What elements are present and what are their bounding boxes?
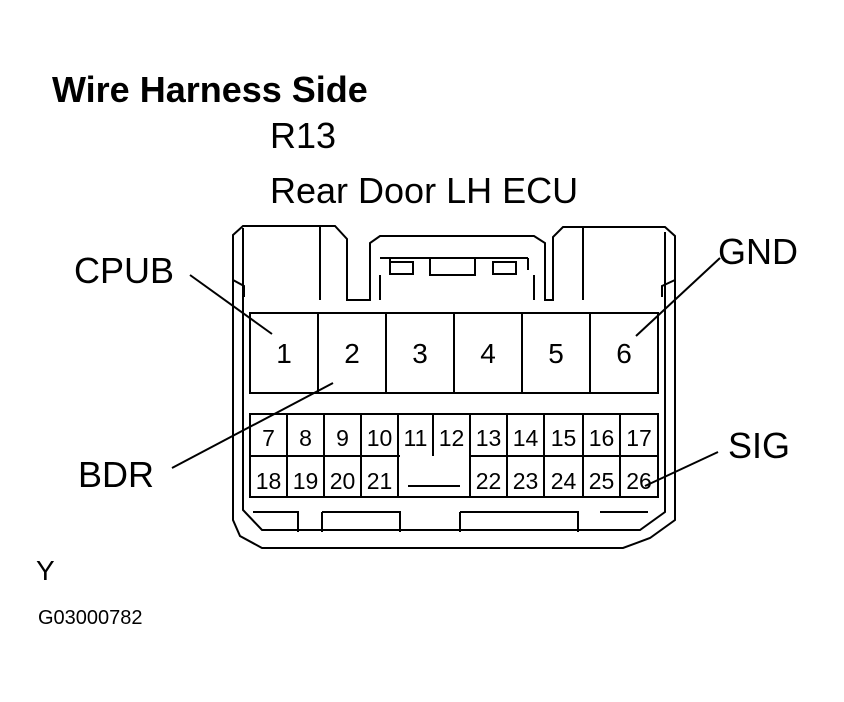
- pin-label-2: 2: [344, 338, 360, 369]
- pin-label-23: 23: [513, 468, 539, 494]
- pin-label-15: 15: [551, 425, 577, 451]
- pin-label-17: 17: [626, 425, 652, 451]
- pin-label-11: 11: [404, 425, 428, 451]
- pin-label-5: 5: [548, 338, 564, 369]
- bdr-leader: [171, 382, 334, 469]
- pin-label-16: 16: [589, 425, 615, 451]
- callout-bdr: BDR: [78, 454, 155, 495]
- pin-label-1: 1: [276, 338, 292, 369]
- gnd-leader: [635, 257, 721, 337]
- connector-code: R13: [270, 115, 337, 156]
- pin-label-22: 22: [476, 468, 502, 494]
- pin-label-13: 13: [476, 425, 502, 451]
- pin-label-25: 25: [589, 468, 615, 494]
- connector-inner-line: [242, 228, 666, 531]
- bottom-keys: [253, 511, 648, 532]
- pin-label-26: 26: [626, 468, 652, 494]
- connector-outline: [232, 225, 676, 549]
- pin-label-7: 7: [262, 425, 275, 451]
- pin-label-3: 3: [412, 338, 428, 369]
- callout-gnd: GND: [718, 231, 798, 272]
- pin-label-4: 4: [480, 338, 496, 369]
- pin-label-18: 18: [256, 468, 282, 494]
- diagram-title: Wire Harness Side: [52, 69, 368, 110]
- pin-label-21: 21: [367, 468, 393, 494]
- pin-label-12: 12: [439, 425, 465, 451]
- callout-cpub: CPUB: [74, 250, 175, 291]
- pin-label-6: 6: [616, 338, 632, 369]
- footer-mark: Y: [36, 555, 55, 586]
- connector-name: Rear Door LH ECU: [270, 170, 579, 211]
- pin-label-10: 10: [367, 425, 393, 451]
- cpub-leader: [189, 274, 273, 335]
- pin-label-20: 20: [330, 468, 356, 494]
- sig-leader: [644, 451, 719, 487]
- callout-sig: SIG: [728, 425, 791, 466]
- pin-label-9: 9: [336, 425, 349, 451]
- pin-label-19: 19: [293, 468, 319, 494]
- figure-id: G03000782: [38, 607, 143, 629]
- pin-label-8: 8: [299, 425, 312, 451]
- pin-label-24: 24: [551, 468, 577, 494]
- pin-label-14: 14: [513, 425, 539, 451]
